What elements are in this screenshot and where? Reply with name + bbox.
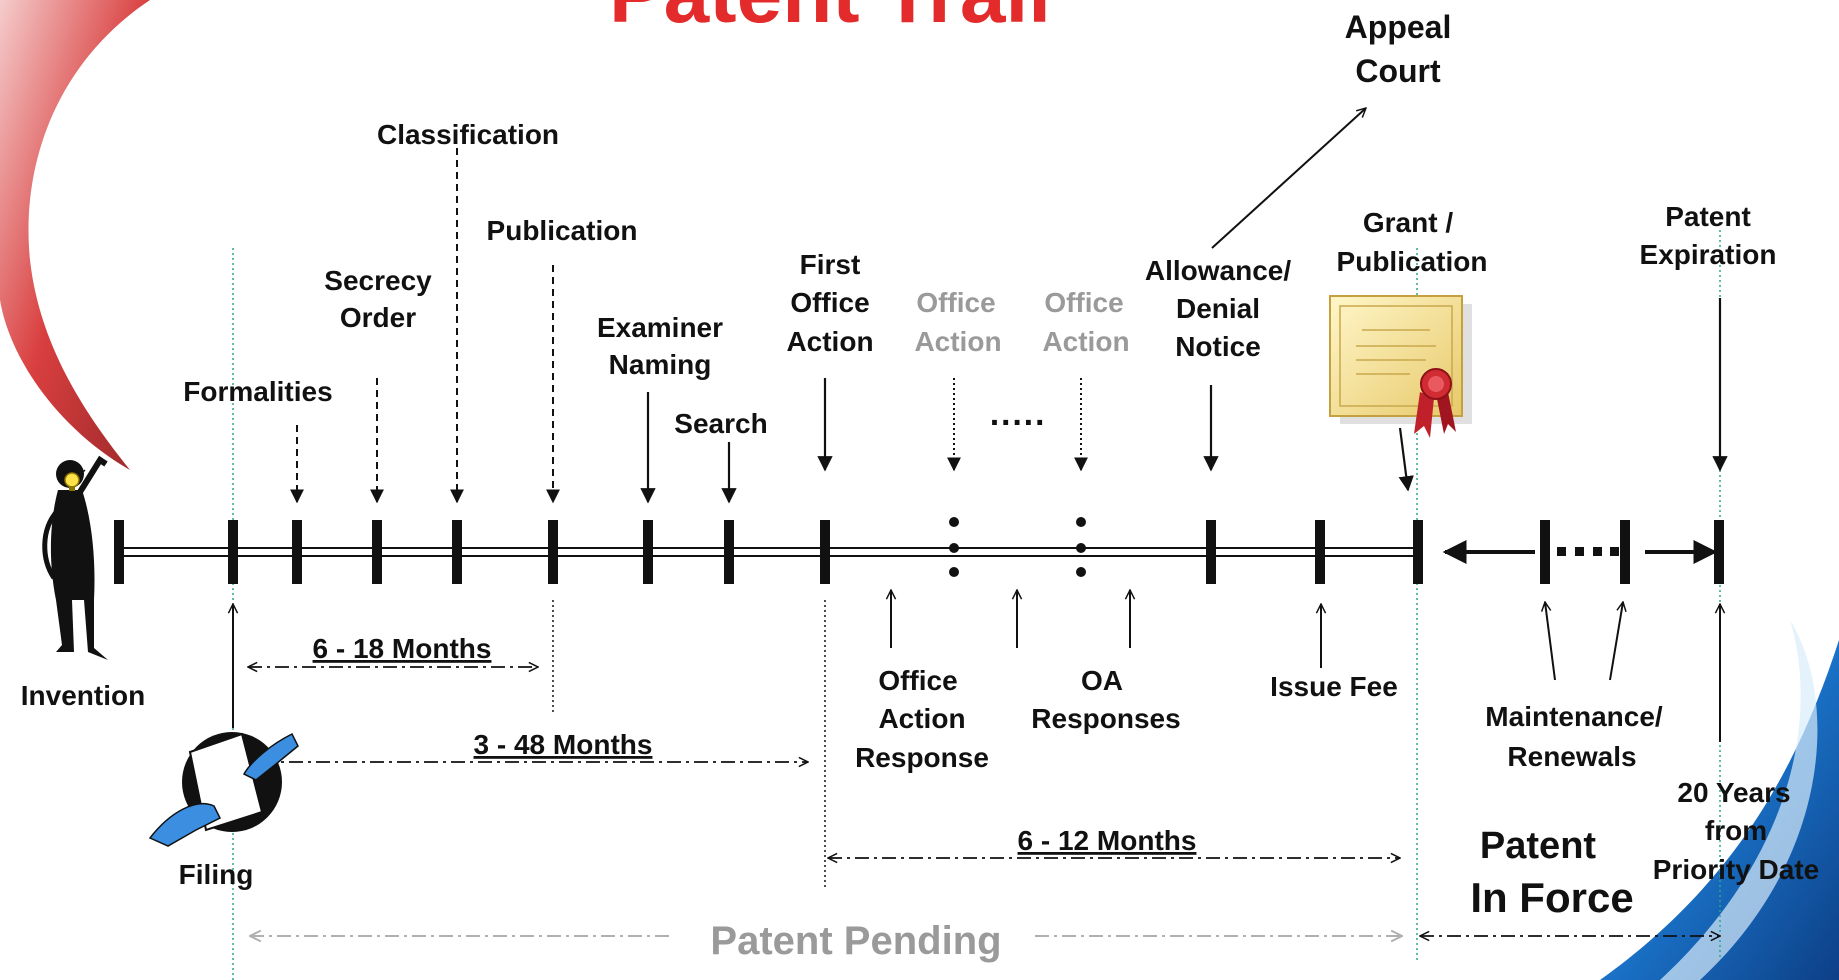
tick-grant <box>1413 520 1423 584</box>
tick-issue-fee <box>1315 520 1325 584</box>
label-oa-a-1: Office <box>916 287 995 318</box>
label-twenty-1: 20 Years <box>1677 777 1790 808</box>
label-formalities: Formalities <box>183 376 332 407</box>
label-expiration-1: Patent <box>1665 201 1751 232</box>
label-maintenance-1: Maintenance/ <box>1485 701 1663 732</box>
label-search: Search <box>674 408 767 439</box>
tick-invention <box>114 520 124 584</box>
interval-arrows <box>248 667 1720 936</box>
label-twenty-2: from <box>1705 815 1767 846</box>
timeline-ticks <box>114 520 1724 584</box>
label-oa-responses-2: Responses <box>1031 703 1180 734</box>
label-oa-response-1: Office <box>878 665 957 696</box>
label-in-force-1: Patent <box>1480 825 1596 867</box>
label-twenty-3: Priority Date <box>1653 854 1820 885</box>
tick-secrecy <box>372 520 382 584</box>
interval-b-label: 3 - 48 Months <box>474 729 653 760</box>
label-maintenance-2: Renewals <box>1507 741 1636 772</box>
label-allowance-1: Allowance/ <box>1145 255 1291 286</box>
tick-maintenance-2 <box>1620 520 1630 584</box>
label-allowance-3: Notice <box>1175 331 1261 362</box>
label-oa-b-2: Action <box>1042 326 1129 357</box>
label-grant-2: Publication <box>1337 246 1488 277</box>
label-oa-responses-1: OA <box>1081 665 1123 696</box>
label-examiner-1: Examiner <box>597 312 723 343</box>
tick-publication <box>548 520 558 584</box>
label-issue-fee: Issue Fee <box>1270 671 1398 702</box>
label-grant-1: Grant / <box>1363 207 1453 238</box>
page-title: Patent Trail <box>609 0 1051 40</box>
tick-allowance <box>1206 520 1216 584</box>
interval-c-label: 6 - 12 Months <box>1018 825 1197 856</box>
label-secrecy-2: Order <box>340 302 416 333</box>
blue-swoosh-highlight <box>1660 620 1818 980</box>
dashed-down-arrows <box>290 148 560 504</box>
tick-search <box>724 520 734 584</box>
label-classification: Classification <box>377 119 559 150</box>
label-patent-pending: Patent Pending <box>710 919 1001 963</box>
label-allowance-2: Denial <box>1176 293 1260 324</box>
label-first-oa-3: Action <box>786 326 873 357</box>
label-filing: Filing <box>179 859 254 890</box>
label-appeal-1: Appeal <box>1345 9 1452 45</box>
dotted-down-arrows <box>947 378 1088 472</box>
tick-examiner <box>643 520 653 584</box>
timeline-axis <box>118 540 1718 564</box>
red-swoosh-decoration <box>0 0 150 470</box>
label-oa-a-2: Action <box>914 326 1001 357</box>
appeal-arrow <box>1211 108 1366 249</box>
label-invention: Invention <box>21 680 145 711</box>
label-in-force-2: In Force <box>1470 874 1633 921</box>
oa-tick-dots <box>949 517 1619 577</box>
tick-maintenance-1 <box>1540 520 1550 584</box>
tick-expiration <box>1714 520 1724 584</box>
tick-formalities <box>292 520 302 584</box>
label-first-oa-1: First <box>800 249 861 280</box>
label-first-oa-2: Office <box>790 287 869 318</box>
blue-swoosh-decoration <box>1600 640 1839 980</box>
label-oa-b-1: Office <box>1044 287 1123 318</box>
interval-a-label: 6 - 18 Months <box>313 633 492 664</box>
label-secrecy-1: Secrecy <box>324 265 432 296</box>
up-arrows <box>233 590 1720 742</box>
certificate-ribbon-icon <box>1329 295 1472 438</box>
label-examiner-2: Naming <box>609 349 712 380</box>
label-appeal-2: Court <box>1355 53 1441 89</box>
measure-guides <box>552 600 826 890</box>
label-ellipsis: ····· <box>990 404 1047 442</box>
label-oa-response-2: Action <box>878 703 965 734</box>
label-expiration-2: Expiration <box>1640 239 1777 270</box>
hands-document-icon <box>148 732 299 847</box>
tick-first-oa <box>820 520 830 584</box>
label-oa-response-3: Response <box>855 742 989 773</box>
inventor-lightbulb-icon <box>42 455 108 660</box>
tick-filing <box>228 520 238 584</box>
label-publication: Publication <box>487 215 638 246</box>
solid-down-arrows <box>640 298 1728 504</box>
tick-classification <box>452 520 462 584</box>
